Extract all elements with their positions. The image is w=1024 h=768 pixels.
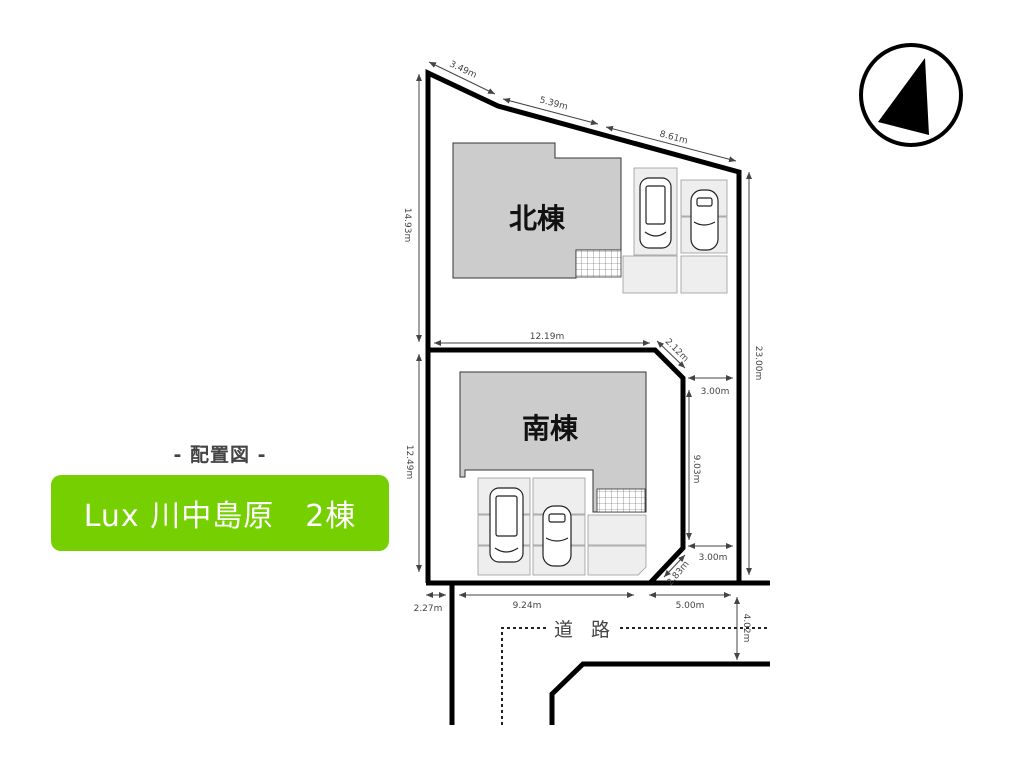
car-icon — [542, 505, 572, 567]
road-centerline — [501, 627, 770, 725]
south-building: 南棟 — [459, 371, 647, 513]
dim-south-right: 9.03m — [691, 455, 701, 484]
car-icon — [690, 189, 719, 251]
south-terrace — [596, 488, 646, 513]
dim-north-left: 14.93m — [402, 208, 412, 243]
dim-setback-top: 3.00m — [701, 387, 730, 397]
car-icon — [489, 487, 524, 563]
property-title-badge: Lux 川中島原 2棟 — [51, 475, 389, 551]
road-label: 道 路 — [554, 619, 616, 641]
road — [449, 583, 770, 725]
dim-top-left: 3.49m — [448, 60, 478, 81]
car-icon — [639, 177, 672, 249]
plan-subtitle: - 配置図 - — [173, 444, 267, 466]
north-terrace — [575, 249, 622, 278]
dimension-lines — [416, 61, 752, 660]
north-arrow-icon — [859, 43, 963, 147]
dim-frontage-right: 5.00m — [676, 601, 705, 611]
dim-top-right: 8.61m — [658, 130, 688, 147]
dim-right-total: 23.00m — [753, 346, 763, 381]
dim-road-offset: 2.27m — [414, 604, 443, 614]
dim-top-mid: 5.39m — [538, 96, 568, 113]
dim-divider-width: 12.19m — [530, 332, 565, 342]
north-building-label: 北棟 — [509, 202, 566, 235]
north-building: 北棟 — [452, 142, 622, 279]
south-parking — [477, 477, 647, 576]
dim-south-left: 12.49m — [404, 445, 414, 480]
dim-frontage: 9.24m — [513, 601, 542, 611]
south-building-label: 南棟 — [522, 412, 579, 445]
dim-setback-bottom: 3.00m — [699, 553, 728, 563]
dim-road-width: 4.02m — [741, 614, 751, 643]
